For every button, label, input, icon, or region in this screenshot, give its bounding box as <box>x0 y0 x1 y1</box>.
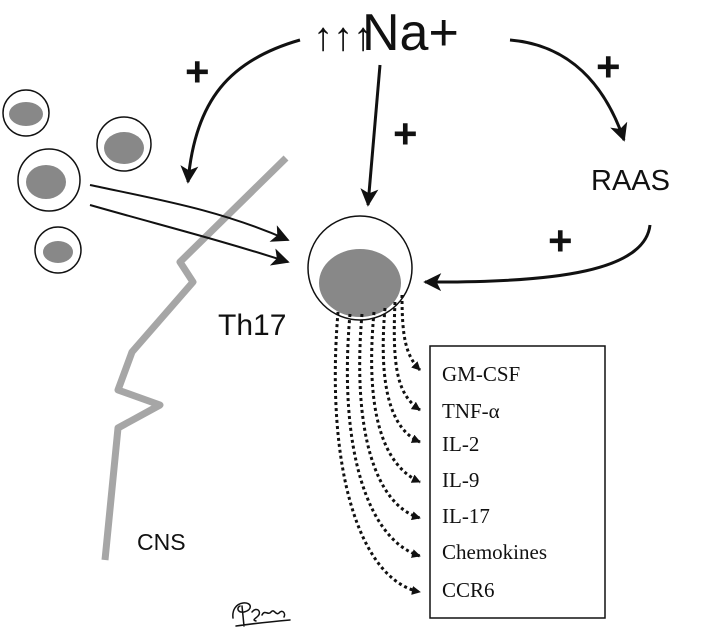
product-label: Chemokines <box>442 540 547 564</box>
raas-label: RAAS <box>591 165 670 197</box>
product-label: GM-CSF <box>442 362 520 386</box>
circulating-cell <box>34 226 82 274</box>
sodium-increase-arrows: ↑↑↑ <box>313 15 373 59</box>
plus-sign-center: + <box>393 110 418 157</box>
secretion-arrow <box>345 313 421 558</box>
secretion-arrow <box>392 301 421 412</box>
plus-sign-left: + <box>185 48 210 95</box>
product-label: TNF-α <box>442 399 500 423</box>
secretion-arrow <box>370 311 421 484</box>
migration-arrow <box>89 204 290 266</box>
plus-sign-raas: + <box>548 217 573 264</box>
secretion-arrows <box>333 294 422 595</box>
product-label: CCR6 <box>442 578 495 602</box>
secretion-arrow <box>381 307 421 444</box>
sodium-label: Na+ <box>362 4 459 62</box>
circulating-cell <box>2 89 50 137</box>
plus-sign-right: + <box>596 43 621 90</box>
th17-cell <box>307 215 413 321</box>
th17-label: Th17 <box>218 309 286 342</box>
products-box <box>429 345 606 619</box>
circulating-cell <box>96 116 152 172</box>
cns-label: CNS <box>137 529 186 555</box>
signature-scribble <box>232 602 291 627</box>
na-to-circulation-arrow <box>180 38 301 184</box>
secretion-arrow <box>400 294 422 372</box>
circulating-cell <box>17 148 81 212</box>
na-to-th17-arrow <box>360 64 382 207</box>
cns-boundary <box>101 155 289 561</box>
product-label: IL-2 <box>442 432 479 456</box>
product-label: IL-9 <box>442 468 479 492</box>
secretion-arrow <box>358 313 421 521</box>
product-label: IL-17 <box>442 504 490 528</box>
product-list: GM-CSF TNF-α IL-2 IL-9 IL-17 Chemokines … <box>442 362 547 602</box>
na-to-raas-arrow <box>509 38 628 142</box>
migration-arrow <box>89 184 290 242</box>
raas-to-th17-arrow <box>423 224 652 292</box>
